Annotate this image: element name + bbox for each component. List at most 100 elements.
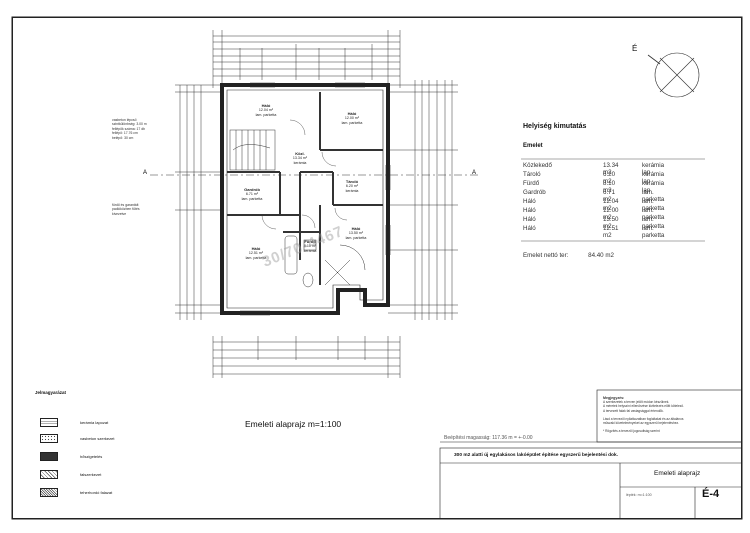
- annotation-line: padlóközben fűtés: [112, 207, 140, 212]
- legend-item-concrete: vasbeton szerkezet: [40, 434, 200, 446]
- interior-walls: [227, 92, 383, 285]
- room-area: 8.10 m²: [303, 244, 317, 249]
- north-label: É: [632, 44, 638, 53]
- room-finish: kerámia: [303, 248, 317, 253]
- plan-title: Emeleti alaprajz m=1:100: [245, 419, 342, 429]
- annotation-line: belépő: 30 cm: [112, 135, 134, 140]
- legend-label: falszerkezet: [80, 472, 102, 477]
- room-label-corridor: Közl. 13.34 m² kerámia: [280, 151, 320, 165]
- schedule-room-finish: lam. parketta: [642, 189, 665, 203]
- room-label-storage: Tároló 6.20 m² kerámia: [336, 179, 368, 193]
- room-name: Gardrób: [244, 187, 260, 192]
- svg-text:A: A: [472, 170, 476, 176]
- annotation-line: fürdő és garantált: [112, 203, 139, 207]
- schedule-room-name: Háló: [523, 225, 536, 232]
- room-finish: kerámia: [293, 160, 307, 165]
- notes-line: Lásd a tervezői nyilatkozatban foglaltak…: [603, 416, 684, 421]
- room-finish: kerámia: [345, 188, 359, 193]
- room-area: 12.00 m²: [344, 116, 360, 121]
- notes-line: A szerkezetek a terven jelölt módon kész…: [603, 400, 670, 405]
- notes-block: Megjegyzés: A szerkezetek a terven jelöl…: [603, 396, 728, 433]
- schedule-title: Helyiség kimutatás: [523, 123, 587, 130]
- annotation-line: kivezetve: [112, 211, 127, 216]
- legend-swatch: [40, 452, 58, 461]
- schedule-room-area: 13.34 m2: [603, 162, 619, 176]
- legend-label: vasbeton szerkezet: [80, 436, 115, 441]
- schedule-room-finish: lam. parketta: [642, 198, 665, 212]
- sheet-scale: lépték: m=1:100: [626, 493, 652, 497]
- legend-swatch: [40, 434, 58, 443]
- notes-line: * Rögzítés a tervezői jogosultság szerin…: [603, 429, 660, 434]
- schedule-room-area: 13.50 m2: [603, 216, 619, 230]
- room-name: Háló: [351, 226, 361, 231]
- room-label-bedroom-3: Háló 13.50 m² lam. parketta: [336, 226, 376, 240]
- schedule-room-finish: kerámia lap: [642, 180, 665, 194]
- legend-swatch: [40, 470, 58, 479]
- schedule-room-area: 6.71 m2: [603, 189, 616, 203]
- sheet-name: Emeleti alaprajz: [654, 470, 701, 477]
- room-name: Háló: [251, 246, 261, 251]
- room-area: 6.71 m²: [245, 192, 259, 197]
- right-dimension-lines: [388, 80, 458, 320]
- legend-item-wall: falszerkezet: [40, 470, 200, 482]
- schedule-room-name: Közlekedő: [523, 162, 552, 169]
- window-markers: [240, 82, 391, 316]
- room-area: 12.04 m²: [258, 108, 274, 113]
- legend-swatch: [40, 488, 58, 497]
- room-finish: lam. parketta: [341, 120, 363, 125]
- notes-line: műszaki követelményeket az egyszerű beje…: [603, 421, 680, 426]
- legend-label: teherhordó falazat: [80, 490, 113, 495]
- section-line-a: A A: [143, 170, 478, 176]
- building-height: Beépítési magasság: 117.36 m = +-0.00: [444, 435, 533, 441]
- sheet-code: É-4: [702, 488, 720, 500]
- annotation-line: vasbeton lépcső: [112, 118, 137, 122]
- schedule-total: Emelet nettó ter: 84.40 m2: [523, 252, 614, 259]
- room-finish: lam. parketta: [345, 235, 367, 240]
- schedule-room-name: Háló: [523, 216, 536, 223]
- room-area: 13.50 m²: [348, 231, 364, 236]
- left-dimension-lines: [175, 84, 222, 320]
- notes-title: Megjegyzés:: [603, 396, 625, 400]
- schedule-room-name: Fürdő: [523, 180, 540, 187]
- staircase: [229, 129, 276, 171]
- schedule-room-finish: kerámia lap: [642, 171, 665, 185]
- legend-label: hőszigetelés: [80, 454, 103, 459]
- room-name: Közl.: [295, 151, 305, 156]
- schedule-room-name: Háló: [523, 207, 536, 214]
- schedule-room-area: 12.51 m2: [603, 225, 619, 239]
- room-finish: lam. parketta: [245, 255, 267, 260]
- room-finish: lam. parketta: [241, 196, 263, 201]
- schedule-room-area: 6.20 m2: [603, 171, 616, 185]
- room-finish: lam. parketta: [255, 112, 277, 117]
- door-swings: [261, 119, 348, 230]
- schedule-room-finish: lam. parketta: [642, 225, 665, 239]
- schedule-room-area: 8.10 m2: [603, 180, 616, 194]
- annotation-line: fellépők száma: 17 db: [112, 126, 145, 131]
- north-compass: [647, 52, 700, 98]
- legend-item-ceramic: kerámia lapozat: [40, 418, 200, 430]
- room-area: 6.20 m²: [345, 184, 359, 189]
- schedule-room-name: Tároló: [523, 171, 541, 178]
- schedule-room-finish: lam. parketta: [642, 216, 665, 230]
- title-block: [439, 389, 743, 520]
- project-title: 300 m2 alatti új egylakásos lakóépület é…: [454, 453, 618, 458]
- annotation-line: szintkülönbség: 3.00 m: [112, 122, 147, 127]
- room-name: Fürdő: [304, 239, 316, 244]
- room-area: 12.51 m²: [248, 251, 264, 256]
- bathroom-annotation: fürdő és garantált padlóközben fűtés kiv…: [112, 203, 140, 216]
- legend-item-insulation: hőszigetelés: [40, 452, 200, 464]
- schedule-room-name: Gardrób: [523, 189, 546, 196]
- schedule-floor: Emelet: [523, 143, 543, 149]
- svg-text:A: A: [143, 170, 147, 176]
- legend-title: Jelmagyarázat: [35, 390, 67, 395]
- legend-swatch: [40, 418, 58, 427]
- top-dimension-lines: [212, 30, 401, 88]
- exterior-walls: [220, 83, 390, 315]
- room-label-bedroom-2: Háló 12.00 m² lam. parketta: [332, 111, 372, 125]
- room-area: 13.34 m²: [292, 156, 308, 161]
- bathroom-fixtures: [284, 235, 366, 288]
- room-label-bedroom-4: Háló 12.51 m² lam. parketta: [236, 246, 276, 260]
- room-label-bathroom: Fürdő 8.10 m² kerámia: [296, 239, 324, 253]
- room-name: Háló: [261, 103, 271, 108]
